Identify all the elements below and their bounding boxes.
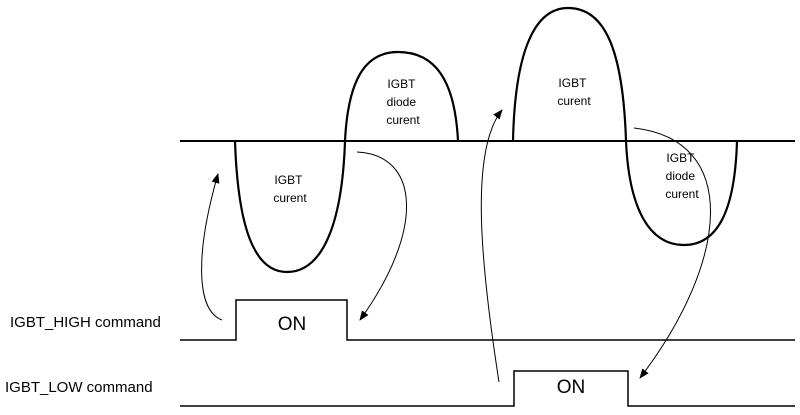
igbt-high-command-label: IGBT_HIGH command: [10, 314, 161, 331]
lobe-label-igbt-diode-current-1: IGBT diode curent: [386, 77, 420, 127]
igbt-low-command-label: IGBT_LOW command: [5, 379, 153, 396]
lobe-label-igbt-diode-current-2: IGBT diode curent: [665, 151, 699, 201]
arrow-diode-current-to-low-off: [633, 127, 711, 379]
lobe-label-igbt-current-2: IGBT curent: [557, 76, 591, 108]
lobe-igbt-current-1: [233, 140, 347, 274]
lobe-label-igbt-current-1: IGBT curent: [273, 173, 307, 205]
arrow-high-on-to-igbt-current: [201, 173, 223, 321]
igbt-low-on-label: ON: [557, 377, 586, 398]
igbt-low-command-signal: [180, 370, 795, 407]
arrow-diode-current-to-high-off: [356, 151, 407, 321]
igbt-high-on-label: ON: [278, 314, 307, 335]
lobe-igbt-diode-current-1: [343, 50, 460, 142]
lobe-igbt-current-2: [511, 6, 628, 142]
arrow-low-on-to-igbt-current: [480, 109, 503, 383]
lobe-igbt-diode-current-2: [624, 140, 739, 247]
igbt-high-command-signal: [180, 299, 795, 341]
